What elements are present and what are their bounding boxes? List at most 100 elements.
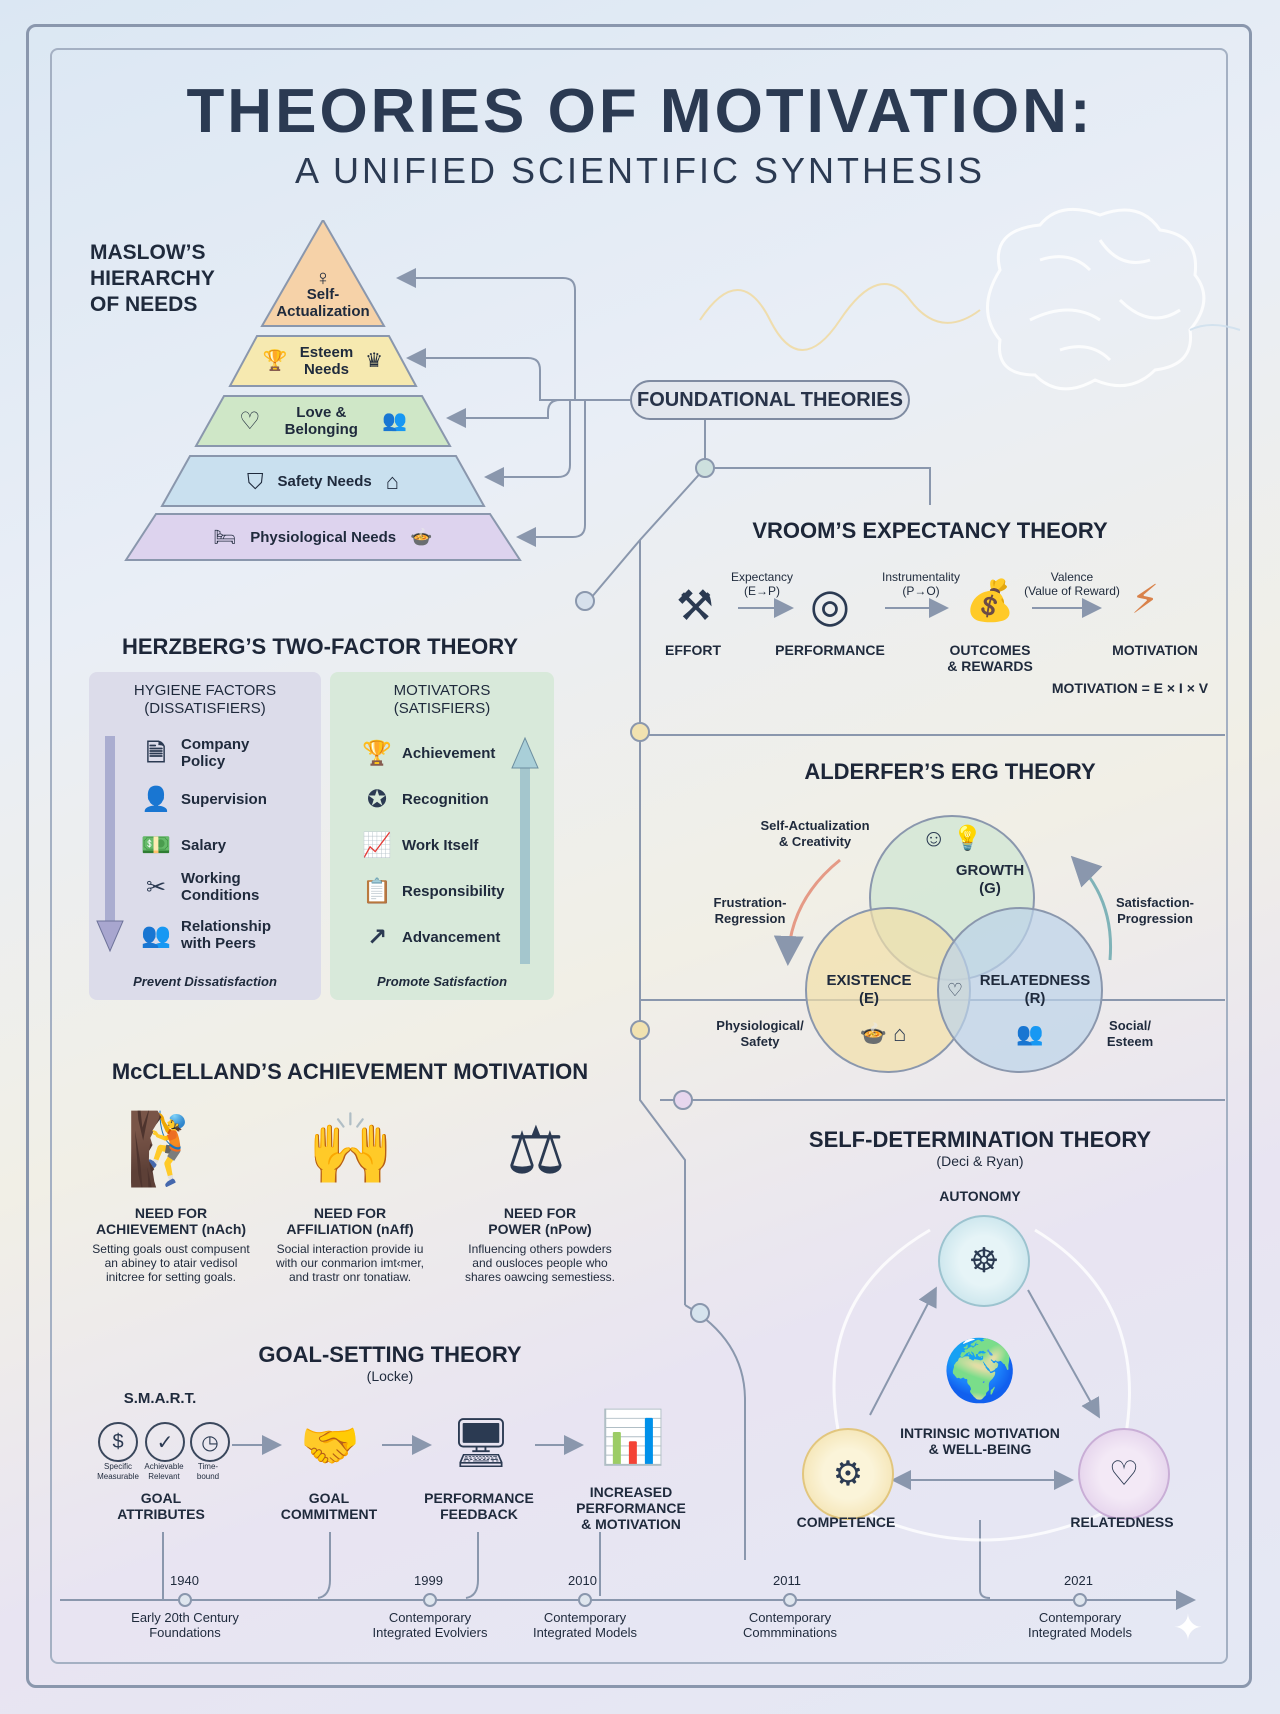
maslow-level-safety: ⛉ Safety Needs ⌂ — [246, 468, 400, 494]
goal-step-attributes: GOAL ATTRIBUTES — [117, 1490, 205, 1522]
vroom-node-performance: PERFORMANCE — [775, 642, 885, 658]
mcclelland-nach-desc: Setting goals oust compusent an abiney t… — [92, 1242, 250, 1284]
maslow-pyramid: ♀ Self- Actualization 🏆 Esteem Needs ♛ ♡… — [124, 220, 522, 562]
vroom-link-valence: Valence (Value of Reward) — [1024, 570, 1120, 598]
cash-icon: 💵 — [141, 831, 171, 859]
mcclelland-naff: NEED FOR AFFILIATION (nAff) — [286, 1205, 414, 1237]
effort-icon: ⚒ — [676, 581, 714, 629]
timeline-year-1999: 1999 — [414, 1573, 443, 1588]
sdt-competence-label: COMPETENCE — [796, 1514, 896, 1530]
vroom-node-outcomes: OUTCOMES & REWARDS — [947, 642, 1033, 674]
goal-step-increased: INCREASED PERFORMANCE & MOTIVATION — [576, 1484, 686, 1532]
existence-icons: 🍲 ⌂ — [859, 1021, 907, 1046]
erg-annot-social: Social/ Esteem — [1106, 1018, 1154, 1049]
relatedness-icon: 👥 — [1016, 1021, 1044, 1046]
handshake-icon: 🤝 — [300, 1419, 360, 1473]
trophy-icon: 🏆 — [362, 739, 392, 767]
group-celebrate-icon: 🙌 — [307, 1110, 395, 1188]
foundational-theories-hub: FOUNDATIONAL THEORIES — [630, 380, 910, 420]
supervisor-icon: 👤 — [141, 785, 171, 813]
down-arrow — [96, 736, 124, 953]
maslow-level-physiological: 🛏 Physiological Needs 🍲 — [213, 526, 433, 547]
vroom-title: VROOM’S EXPECTANCY THEORY — [752, 518, 1108, 543]
maslow-level-love: ♡ Love & Belonging 👥 — [239, 404, 407, 438]
people-icon: 👥 — [141, 921, 171, 949]
person-icon: ♀ — [314, 264, 332, 290]
page-title: THEORIES OF MOTIVATION: — [186, 77, 1094, 146]
goal-step-feedback: PERFORMANCE FEEDBACK — [424, 1490, 534, 1522]
timeline-year-2011: 2011 — [773, 1573, 801, 1588]
vroom-formula: MOTIVATION = E × I × V — [1051, 680, 1209, 696]
outer-border — [26, 24, 1252, 1688]
smart-label: S.M.A.R.T. — [123, 1390, 197, 1407]
herzberg-title: HERZBERG’S TWO-FACTOR THEORY — [122, 634, 518, 659]
sdt-title: SELF-DETERMINATION THEORY — [808, 1127, 1152, 1152]
smart-specific: Specific Measurable — [97, 1462, 139, 1481]
erg-relatedness: RELATEDNESS (R) — [979, 972, 1091, 1007]
motivators-footer: Promote Satisfaction — [376, 974, 508, 989]
mcclelland-npow-desc: Influencing others powders and ousloces … — [464, 1242, 616, 1284]
mcclelland-naff-desc: Social interaction provide iu with our c… — [275, 1242, 425, 1284]
motivator-item-recognition: ✪Recognition — [362, 784, 489, 814]
timeline-label-evolviers: Contemporary Integrated Evolviers — [372, 1610, 488, 1640]
motivator-item-advancement: ↗Advancement — [362, 922, 500, 952]
timeline-year-2010: 2010 — [568, 1573, 597, 1588]
timeline-year-1940: 1940 — [170, 1573, 199, 1588]
tools-icon: ✂ — [145, 873, 167, 901]
check-icon: ✓ — [145, 1422, 185, 1462]
hygiene-panel: HYGIENE FACTORS (DISSATISFIERS) 🗎Company… — [89, 672, 321, 1000]
people-heart-icon: ♡ — [1078, 1428, 1170, 1520]
steering-wheel-icon: ☸ — [938, 1215, 1030, 1307]
dollar-icon: $ — [98, 1422, 138, 1462]
shield-icon: ⛉ — [246, 468, 264, 494]
group-icon: 👥 — [381, 409, 407, 432]
bed-icon: 🛏 — [213, 526, 237, 547]
mcclelland-nach: NEED FOR ACHIEVEMENT (nAch) — [95, 1205, 247, 1237]
vroom-link-expectancy: Expectancy (E→P) — [730, 570, 794, 598]
sdt-relatedness-label: RELATEDNESS — [1070, 1514, 1174, 1530]
motivators-panel: MOTIVATORS (SATISFIERS) 🏆Achievement ✪Re… — [330, 672, 554, 1000]
goal-step-commitment: GOAL COMMITMENT — [280, 1490, 378, 1522]
vroom-node-motivation: MOTIVATION — [1112, 642, 1198, 658]
house-icon: ⌂ — [385, 468, 400, 494]
gear-icon: ⚙ — [802, 1428, 894, 1520]
maslow-title: MASLOW’S HIERARCHY OF NEEDS — [90, 241, 215, 316]
sdt-autonomy-label: AUTONOMY — [939, 1188, 1021, 1204]
sparkle-icon: ✦ — [1172, 1607, 1204, 1648]
goal-subtitle: (Locke) — [366, 1368, 414, 1384]
food-icon: 🍲 — [410, 526, 433, 547]
heart-icon: ♡ — [239, 407, 261, 435]
clipboard-icon: 📋 — [362, 877, 392, 905]
podium-icon: ⚖ — [506, 1112, 566, 1187]
clock-icon: ◷ — [190, 1422, 230, 1462]
erg-annot-frustration: Frustration- Regression — [713, 895, 787, 926]
money-bag-icon: 💰 — [965, 578, 1015, 623]
up-arrow — [511, 736, 539, 964]
crown-icon: ♛ — [365, 349, 384, 372]
sdt-center: INTRINSIC MOTIVATION & WELL-BEING — [900, 1425, 1060, 1457]
vroom-node-effort: EFFORT — [665, 642, 721, 658]
sdt-subtitle: (Deci & Ryan) — [936, 1153, 1024, 1169]
mcclelland-title: McCLELLAND’S ACHIEVEMENT MOTIVATION — [111, 1059, 589, 1084]
smart-achievable: Achievable Relevant — [144, 1462, 184, 1481]
hygiene-title: HYGIENE FACTORS (DISSATISFIERS) — [133, 682, 277, 717]
erg-title: ALDERFER’S ERG THEORY — [804, 759, 1096, 784]
erg-annot-physiological: Physiological/ Safety — [716, 1018, 804, 1049]
vroom-link-instrumentality: Instrumentality (P→O) — [881, 570, 961, 598]
motivator-item-responsibility: 📋Responsibility — [362, 877, 505, 905]
chart-icon: 📈 — [362, 831, 392, 859]
timeline-label-commminations: Contemporary Commminations — [743, 1610, 837, 1640]
erg-growth: GROWTH (G) — [955, 862, 1025, 897]
globe-figure-icon: 🌍 — [942, 1336, 1018, 1404]
motivator-item-work-itself: 📈Work Itself — [362, 831, 479, 859]
hygiene-item-company-policy: 🗎Company Policy — [141, 736, 249, 770]
overlap-icon: ♡ — [946, 979, 964, 1000]
medal-icon: ✪ — [366, 785, 388, 813]
maslow-level-esteem: 🏆 Esteem Needs ♛ — [262, 344, 384, 378]
trophy-icon: 🏆 — [262, 349, 288, 372]
hygiene-item-salary: 💵Salary — [141, 831, 227, 859]
inner-border — [50, 48, 1228, 1664]
document-icon: 🗎 — [146, 739, 166, 767]
erg-annot-satisfaction: Satisfaction- Progression — [1115, 895, 1194, 926]
hygiene-footer: Prevent Dissatisfaction — [133, 974, 277, 989]
